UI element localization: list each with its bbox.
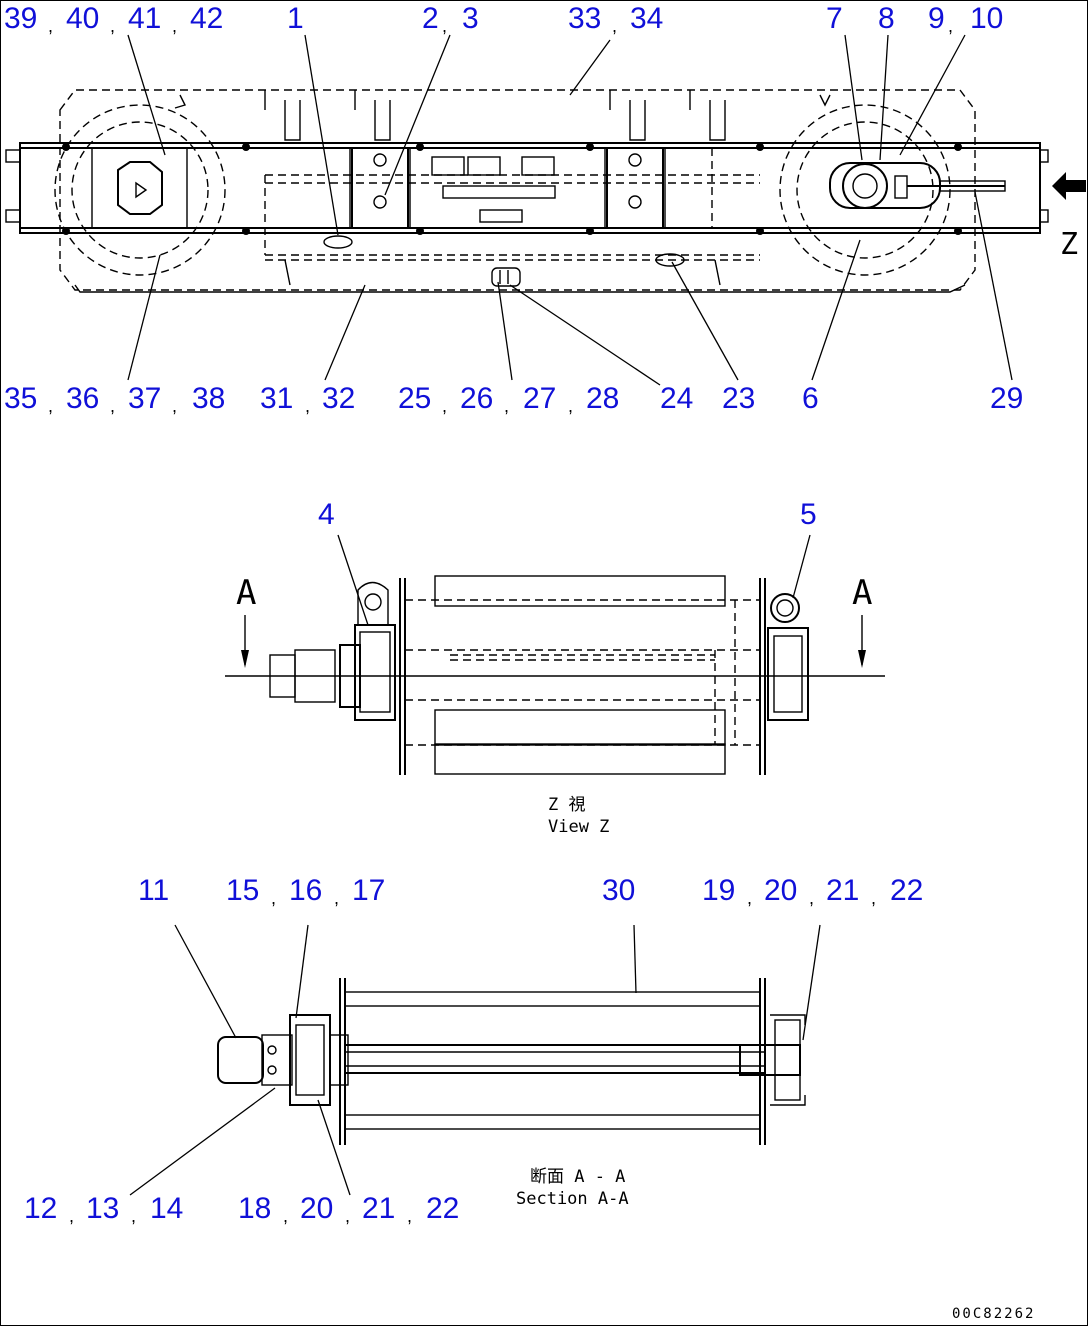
part-label: 13 xyxy=(86,1192,119,1225)
top-view-labels-lower: 35 , 36 , 37 , 38 31 , 32 25 , 26 , 27 ,… xyxy=(4,382,1023,416)
svg-text:,: , xyxy=(172,396,177,416)
part-label: 21 xyxy=(362,1192,395,1225)
part-label: 30 xyxy=(602,874,635,907)
part-label: 10 xyxy=(970,2,1003,35)
svg-text:,: , xyxy=(809,888,814,908)
part-label: 19 xyxy=(702,874,735,907)
drawing-code: 00C82262 xyxy=(952,1306,1035,1322)
svg-text:,: , xyxy=(48,16,53,36)
part-label: 35 xyxy=(4,382,37,415)
part-label: 16 xyxy=(289,874,322,907)
top-view-leaders xyxy=(127,34,1013,386)
part-label: 38 xyxy=(192,382,225,415)
part-label: 12 xyxy=(24,1192,57,1225)
svg-text:,: , xyxy=(271,888,276,908)
view-z-arrow-label: Z xyxy=(1060,227,1078,262)
svg-text:,: , xyxy=(334,888,339,908)
cut-label-a-right: A xyxy=(852,573,872,613)
part-label: 18 xyxy=(238,1192,271,1225)
svg-text:,: , xyxy=(283,1206,288,1226)
part-label: 26 xyxy=(460,382,493,415)
part-label: 14 xyxy=(150,1192,183,1225)
svg-text:,: , xyxy=(345,1206,350,1226)
svg-text:,: , xyxy=(172,16,177,36)
section-labels-upper: 11 15 , 16 , 17 30 19 , 20 , 21 , 22 xyxy=(138,874,923,908)
cut-label-a-left: A xyxy=(236,573,256,613)
part-label: 23 xyxy=(722,382,755,415)
part-label: 24 xyxy=(660,382,693,415)
part-label: 39 xyxy=(4,2,37,35)
frame-bolts xyxy=(62,143,962,235)
part-label: 17 xyxy=(352,874,385,907)
svg-text:,: , xyxy=(131,1206,136,1226)
part-label: 4 xyxy=(318,498,335,531)
svg-text:,: , xyxy=(612,16,617,36)
top-view-labels-upper: 39 , 40 , 41 , 42 1 2 , 3 33 , 34 7 8 9 … xyxy=(4,2,1003,36)
svg-text:,: , xyxy=(504,396,509,416)
part-label: 15 xyxy=(226,874,259,907)
part-label: 37 xyxy=(128,382,161,415)
part-label: 20 xyxy=(300,1192,333,1225)
part-label: 36 xyxy=(66,382,99,415)
view-z xyxy=(225,534,885,775)
part-label: 32 xyxy=(322,382,355,415)
svg-text:,: , xyxy=(442,396,447,416)
part-label: 34 xyxy=(630,2,663,35)
part-label: 8 xyxy=(878,2,895,35)
section-caption-jp: 断面 A - A xyxy=(530,1167,625,1187)
part-label: 6 xyxy=(802,382,819,415)
part-label: 9 xyxy=(928,2,945,35)
part-label: 22 xyxy=(426,1192,459,1225)
svg-text:,: , xyxy=(69,1206,74,1226)
part-label: 3 xyxy=(462,2,479,35)
part-label: 2 xyxy=(422,2,439,35)
part-label: 42 xyxy=(190,2,223,35)
svg-text:,: , xyxy=(568,396,573,416)
svg-text:,: , xyxy=(110,396,115,416)
part-label: 25 xyxy=(398,382,431,415)
svg-text:,: , xyxy=(305,396,310,416)
part-label: 21 xyxy=(826,874,859,907)
section-labels-lower: 12 , 13 , 14 18 , 20 , 21 , 22 xyxy=(24,1192,459,1226)
part-label: 41 xyxy=(128,2,161,35)
svg-text:,: , xyxy=(442,16,447,36)
part-label: 5 xyxy=(800,498,817,531)
svg-text:,: , xyxy=(747,888,752,908)
part-label: 40 xyxy=(66,2,99,35)
part-label: 11 xyxy=(138,874,169,907)
part-label: 20 xyxy=(764,874,797,907)
section-caption-en: Section A-A xyxy=(516,1189,629,1209)
view-z-caption-jp: Z 視 xyxy=(548,795,585,815)
part-label: 31 xyxy=(260,382,293,415)
section-a-a xyxy=(129,924,821,1196)
svg-text:,: , xyxy=(407,1206,412,1226)
svg-text:,: , xyxy=(871,888,876,908)
part-label: 1 xyxy=(287,2,304,35)
view-z-caption-en: View Z xyxy=(548,817,609,837)
part-label: 28 xyxy=(586,382,619,415)
part-label: 33 xyxy=(568,2,601,35)
view-z-labels: 4 5 xyxy=(318,498,817,531)
part-label: 27 xyxy=(523,382,556,415)
part-label: 7 xyxy=(826,2,843,35)
svg-text:,: , xyxy=(110,16,115,36)
part-label: 29 xyxy=(990,382,1023,415)
top-view xyxy=(5,34,1086,386)
svg-text:,: , xyxy=(48,396,53,416)
svg-text:,: , xyxy=(948,16,953,36)
part-label: 22 xyxy=(890,874,923,907)
